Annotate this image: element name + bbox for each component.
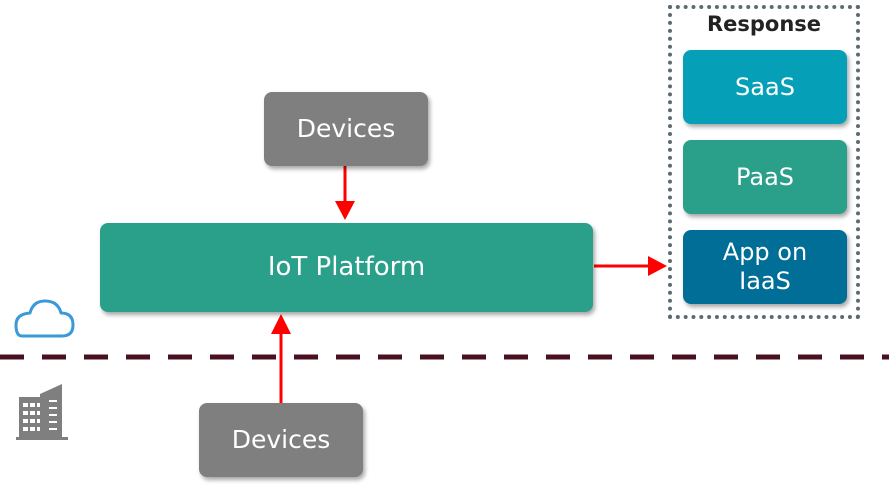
building-icon — [16, 384, 68, 440]
paas-label: PaaS — [735, 162, 795, 191]
devices-onprem-node: Devices — [199, 403, 363, 477]
iaas-label: App on IaaS — [722, 238, 808, 295]
devices-cloud-node: Devices — [264, 92, 428, 166]
response-group-frame — [668, 5, 860, 319]
cloud-icon — [14, 299, 75, 338]
saas-label: SaaS — [735, 72, 795, 101]
iot-platform-label: IoT Platform — [267, 251, 426, 282]
iaas-node: App on IaaS — [683, 230, 847, 304]
arrow-devices-bottom-to-iot — [271, 314, 291, 403]
devices-onprem-label: Devices — [231, 425, 331, 454]
response-title: Response — [706, 12, 822, 36]
arrow-devices-top-to-iot — [335, 166, 355, 220]
paas-node: PaaS — [683, 140, 847, 214]
iot-platform-node: IoT Platform — [100, 223, 593, 312]
saas-node: SaaS — [683, 50, 847, 124]
devices-cloud-label: Devices — [296, 114, 396, 143]
arrow-iot-to-response — [594, 256, 667, 276]
